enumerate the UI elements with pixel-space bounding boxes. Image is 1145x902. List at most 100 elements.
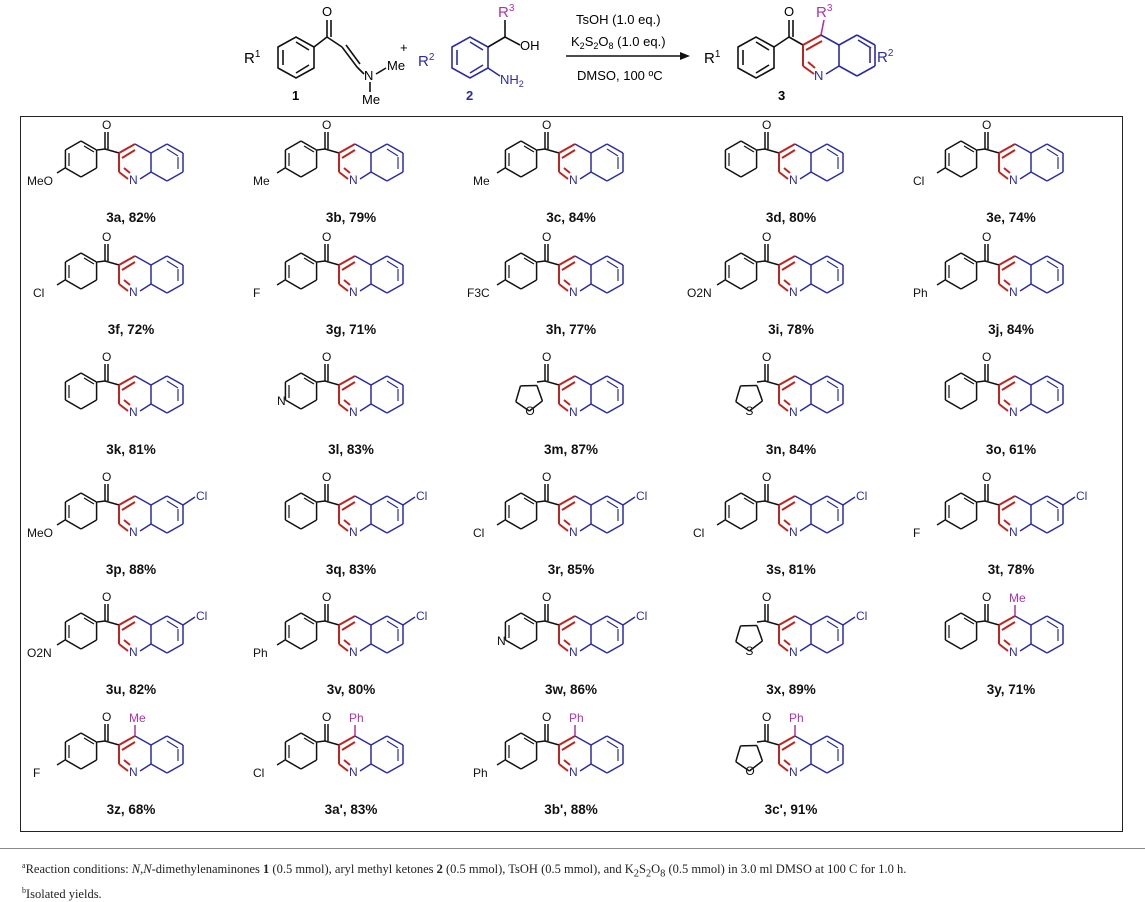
compound-yield: , 87%	[563, 442, 599, 457]
compound-yield: , 83%	[339, 442, 374, 457]
svg-text:O: O	[322, 470, 331, 484]
compound-yield: , 82%	[121, 682, 157, 697]
svg-text:Cl: Cl	[693, 526, 704, 540]
compound-yield: , 84%	[999, 322, 1034, 337]
compound-label: 3l, 83%	[241, 442, 461, 457]
compound-id: 3z	[106, 802, 121, 817]
svg-text:Cl: Cl	[636, 489, 647, 503]
compound-yield: , 91%	[782, 802, 818, 817]
compound-yield: , 78%	[999, 562, 1035, 577]
compound-yield: , 81%	[781, 562, 816, 577]
svg-text:O: O	[542, 710, 551, 724]
compound-id: 3x	[766, 682, 782, 697]
svg-text:F: F	[253, 286, 260, 300]
svg-text:O: O	[102, 230, 111, 244]
svg-text:N: N	[789, 173, 798, 187]
compound-label: 3c, 84%	[461, 210, 681, 225]
plus-sign: +	[400, 40, 408, 55]
compound-id: 3l	[328, 442, 340, 457]
compound-yield: , 89%	[781, 682, 816, 697]
svg-text:O: O	[982, 470, 991, 484]
compound-label: 3x, 89%	[681, 682, 901, 697]
svg-text:MeO: MeO	[27, 174, 53, 188]
reaction-conditions: DMSO, 100 ºC	[577, 68, 663, 83]
svg-text:N: N	[497, 634, 506, 648]
compound-label: 3w, 86%	[461, 682, 681, 697]
svg-text:N: N	[1009, 525, 1018, 539]
structure-3d: ON	[724, 118, 844, 187]
svg-text:O: O	[102, 590, 111, 604]
svg-text:Me: Me	[1009, 591, 1026, 605]
svg-text:NH2: NH2	[500, 72, 524, 89]
svg-text:N: N	[129, 405, 138, 419]
svg-text:Cl: Cl	[253, 766, 264, 780]
svg-text:O: O	[322, 590, 331, 604]
svg-text:O: O	[762, 590, 771, 604]
reagent-persulfate: K2S2O8 (1.0 eq.)	[571, 34, 666, 51]
footnote-b: bIsolated yields.	[22, 885, 102, 901]
compound-label: 3d, 80%	[681, 210, 901, 225]
svg-text:Me: Me	[473, 174, 490, 188]
svg-text:N: N	[789, 285, 798, 299]
compound-label: 3t, 78%	[901, 562, 1121, 577]
svg-text:Cl: Cl	[856, 489, 867, 503]
svg-text:O: O	[102, 710, 111, 724]
svg-text:R2: R2	[418, 52, 435, 70]
compound-yield: , 78%	[779, 322, 814, 337]
svg-text:Cl: Cl	[856, 609, 867, 623]
svg-text:Ph: Ph	[569, 711, 584, 725]
compound-id: 3h	[545, 322, 562, 337]
compound-yield: , 80%	[781, 210, 817, 225]
svg-text:O: O	[322, 350, 331, 364]
structure-3k: ON	[64, 350, 184, 419]
compound-yield: , 71%	[1000, 682, 1036, 697]
compound-id: 3n	[765, 442, 782, 457]
compound-label: 3v, 80%	[241, 682, 461, 697]
svg-text:Cl: Cl	[416, 609, 427, 623]
svg-text:N: N	[789, 765, 798, 779]
svg-text:Ph: Ph	[913, 286, 928, 300]
reagent-tsoh: TsOH (1.0 eq.)	[576, 12, 661, 27]
svg-text:O2N: O2N	[27, 646, 52, 660]
svg-text:N: N	[277, 394, 286, 408]
compound-id: 3k	[106, 442, 122, 457]
svg-text:Cl: Cl	[1076, 489, 1087, 503]
svg-text:O: O	[762, 230, 771, 244]
compound-id: 3u	[105, 682, 122, 697]
svg-text:OH: OH	[520, 38, 540, 53]
svg-text:Me: Me	[362, 92, 380, 107]
svg-text:O: O	[762, 470, 771, 484]
svg-text:O: O	[102, 118, 111, 132]
svg-text:N: N	[129, 525, 138, 539]
svg-text:R3: R3	[498, 3, 515, 21]
svg-text:Cl: Cl	[473, 526, 484, 540]
compound-id: 3b	[325, 210, 342, 225]
compound-label: 3s, 81%	[681, 562, 901, 577]
svg-text:N: N	[349, 405, 358, 419]
compound-yield: , 85%	[559, 562, 595, 577]
compound-yield: , 71%	[341, 322, 377, 337]
compound-label: 3b', 88%	[461, 802, 681, 817]
svg-text:O: O	[525, 404, 534, 418]
compound-label: 3q, 83%	[241, 562, 461, 577]
compound-id: 3f	[107, 322, 120, 337]
svg-text:N: N	[814, 68, 823, 83]
